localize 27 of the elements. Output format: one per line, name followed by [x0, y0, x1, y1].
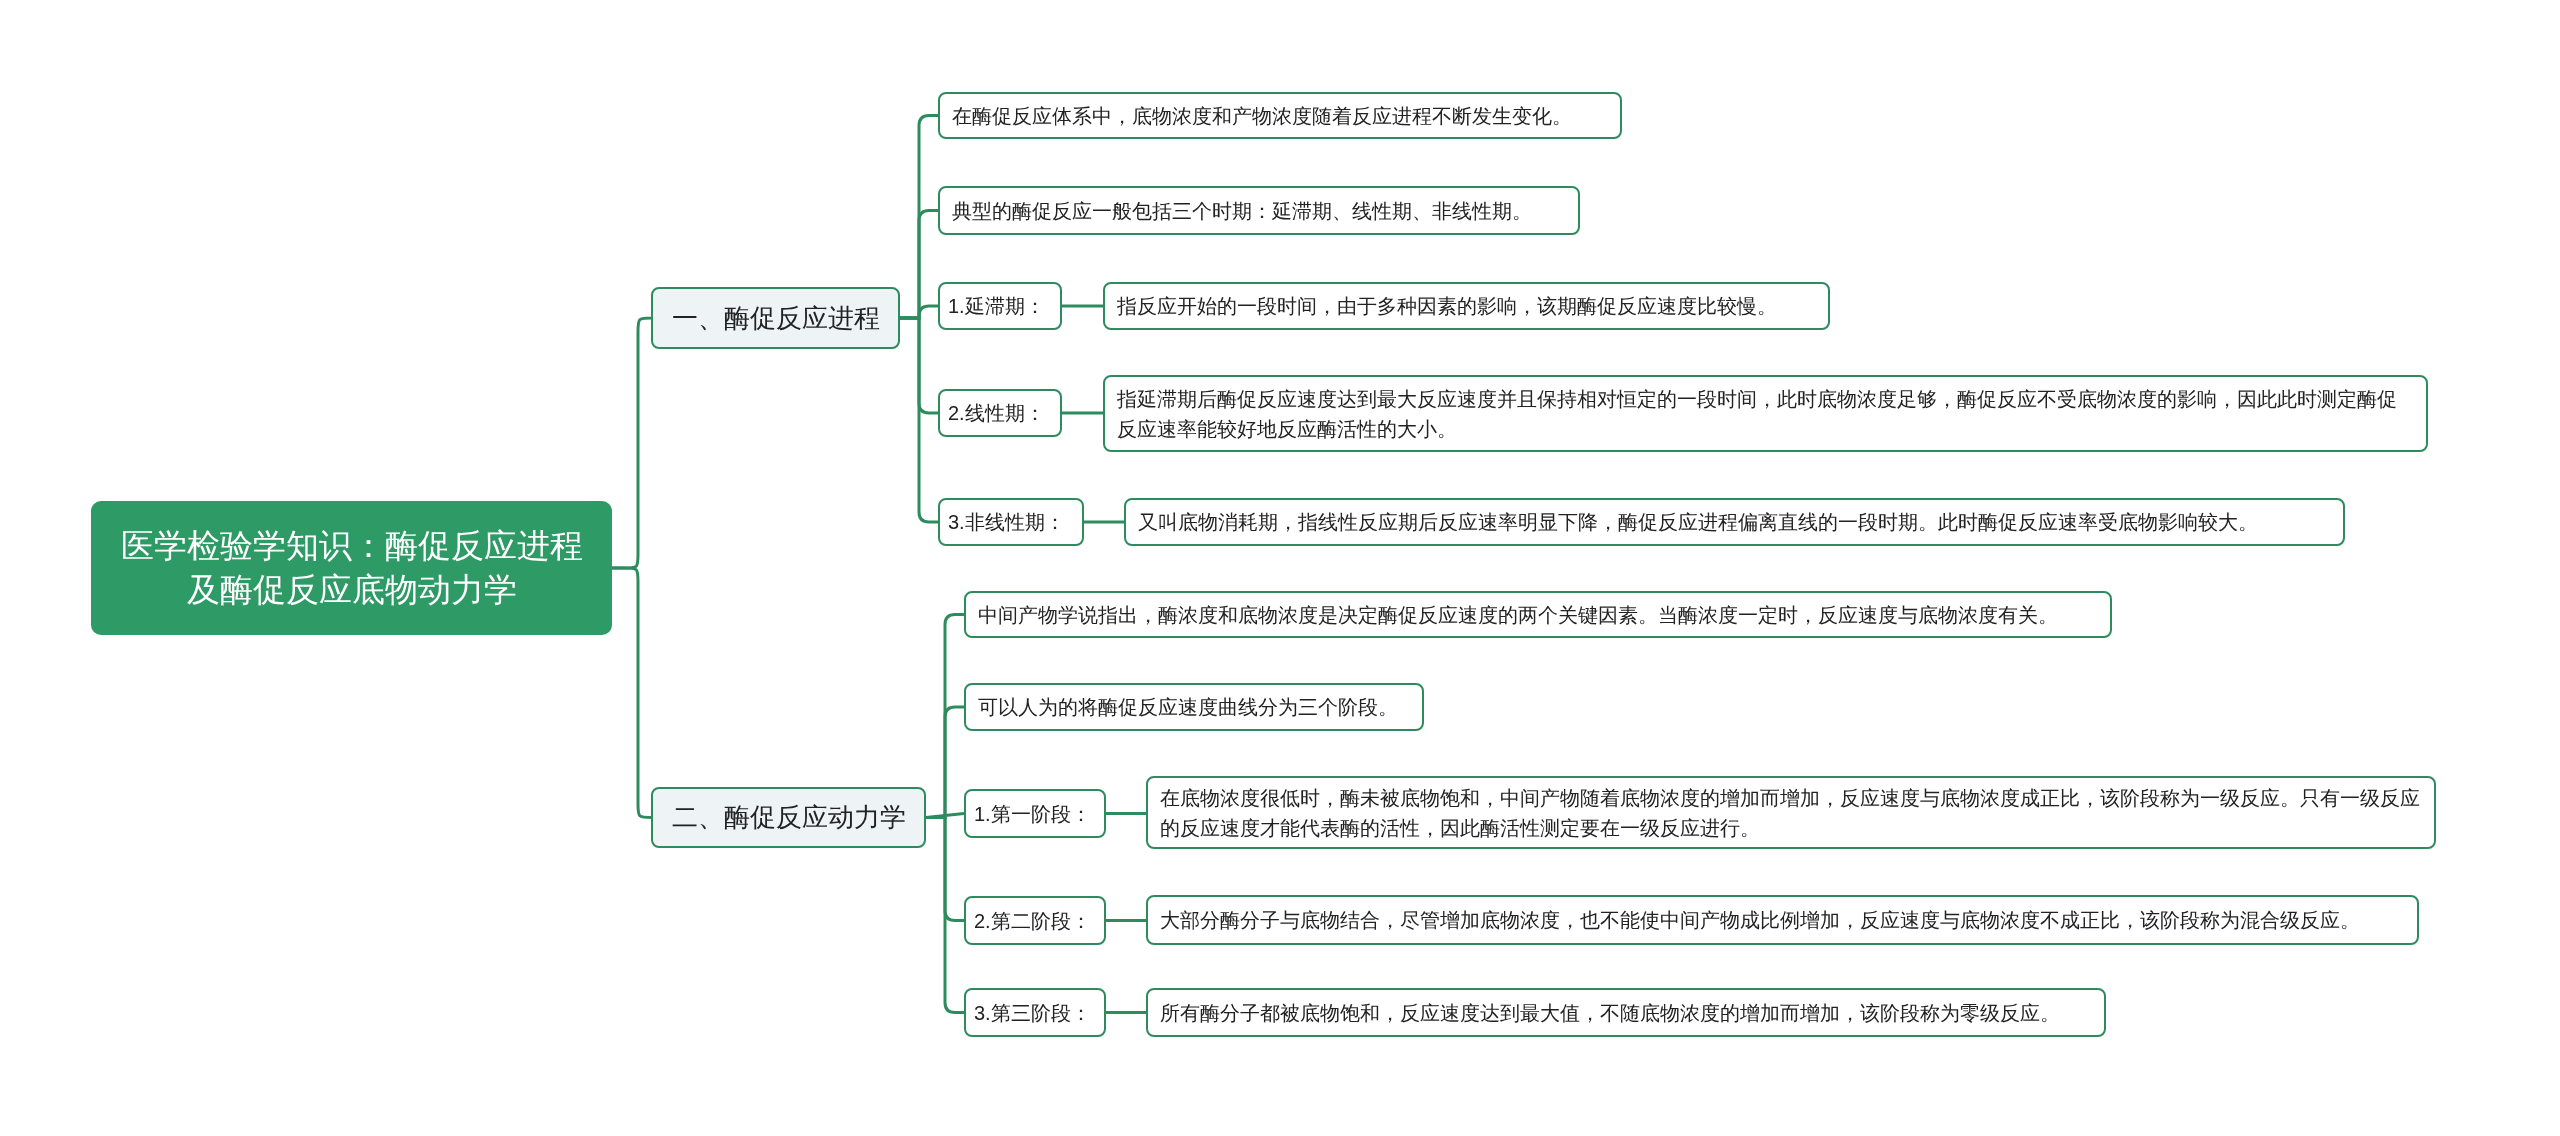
text-box: 指延滞期后酶促反应速度达到最大反应速度并且保持相对恒定的一段时间，此时底物浓度足够，酶促反应不受底物浓度的影响，因此此时测定酶促反应速率能较好地反应酶活性的大小。 [1103, 375, 2428, 452]
text-box: 3.第三阶段： [964, 988, 1106, 1037]
text-box: 可以人为的将酶促反应速度曲线分为三个阶段。 [964, 683, 1424, 731]
text-box: 大部分酶分子与底物结合，尽管增加底物浓度，也不能使中间产物成比例增加，反应速度与底物浓度不成正比，该阶段称为混合级反应。 [1146, 895, 2419, 945]
text-box: 1.第一阶段： [964, 789, 1106, 838]
text-box: 1.延滞期： [938, 282, 1062, 330]
text-box: 又叫底物消耗期，指线性反应期后反应速率明显下降，酶促反应进程偏离直线的一段时期。此时酶促反应速率受底物影响较大。 [1124, 498, 2345, 546]
text-box: 中间产物学说指出，酶浓度和底物浓度是决定酶促反应速度的两个关键因素。当酶浓度一定时，反应速度与底物浓度有关。 [964, 591, 2112, 638]
connector-line [1106, 919, 1146, 922]
connector-line [1062, 304, 1103, 308]
text-box: 2.线性期： [938, 389, 1062, 437]
branch-topic-box: 二、酶促反应动力学 [651, 787, 926, 848]
text-box: 典型的酶促反应一般包括三个时期：延滞期、线性期、非线性期。 [938, 186, 1580, 235]
text-box: 在酶促反应体系中，底物浓度和产物浓度随着反应进程不断发生变化。 [938, 92, 1622, 139]
central-topic-box: 医学检验学知识：酶促反应进程及酶促反应底物动力学 [91, 501, 612, 635]
text-box: 在底物浓度很低时，酶未被底物饱和，中间产物随着底物浓度的增加而增加，反应速度与底物浓度成正比，该阶段称为一级反应。只有一级反应的反应速度才能代表酶的活性，因此酶活性测定要在一级反应进行。 [1146, 776, 2436, 849]
connector-line [926, 816, 964, 1014]
connector-line [900, 316, 938, 524]
connector-line [1062, 411, 1103, 415]
connector-line [1106, 1011, 1146, 1014]
connector-line [1106, 812, 1146, 815]
branch-topic-box: 一、酶促反应进程 [651, 287, 900, 349]
text-box: 2.第二阶段： [964, 896, 1106, 945]
text-box: 指反应开始的一段时间，由于多种因素的影响，该期酶促反应速度比较慢。 [1103, 282, 1830, 330]
text-box: 所有酶分子都被底物饱和，反应速度达到最大值，不随底物浓度的增加而增加，该阶段称为零级反应。 [1146, 988, 2106, 1037]
connector-line [1084, 520, 1124, 524]
text-box: 3.非线性期： [938, 498, 1084, 546]
